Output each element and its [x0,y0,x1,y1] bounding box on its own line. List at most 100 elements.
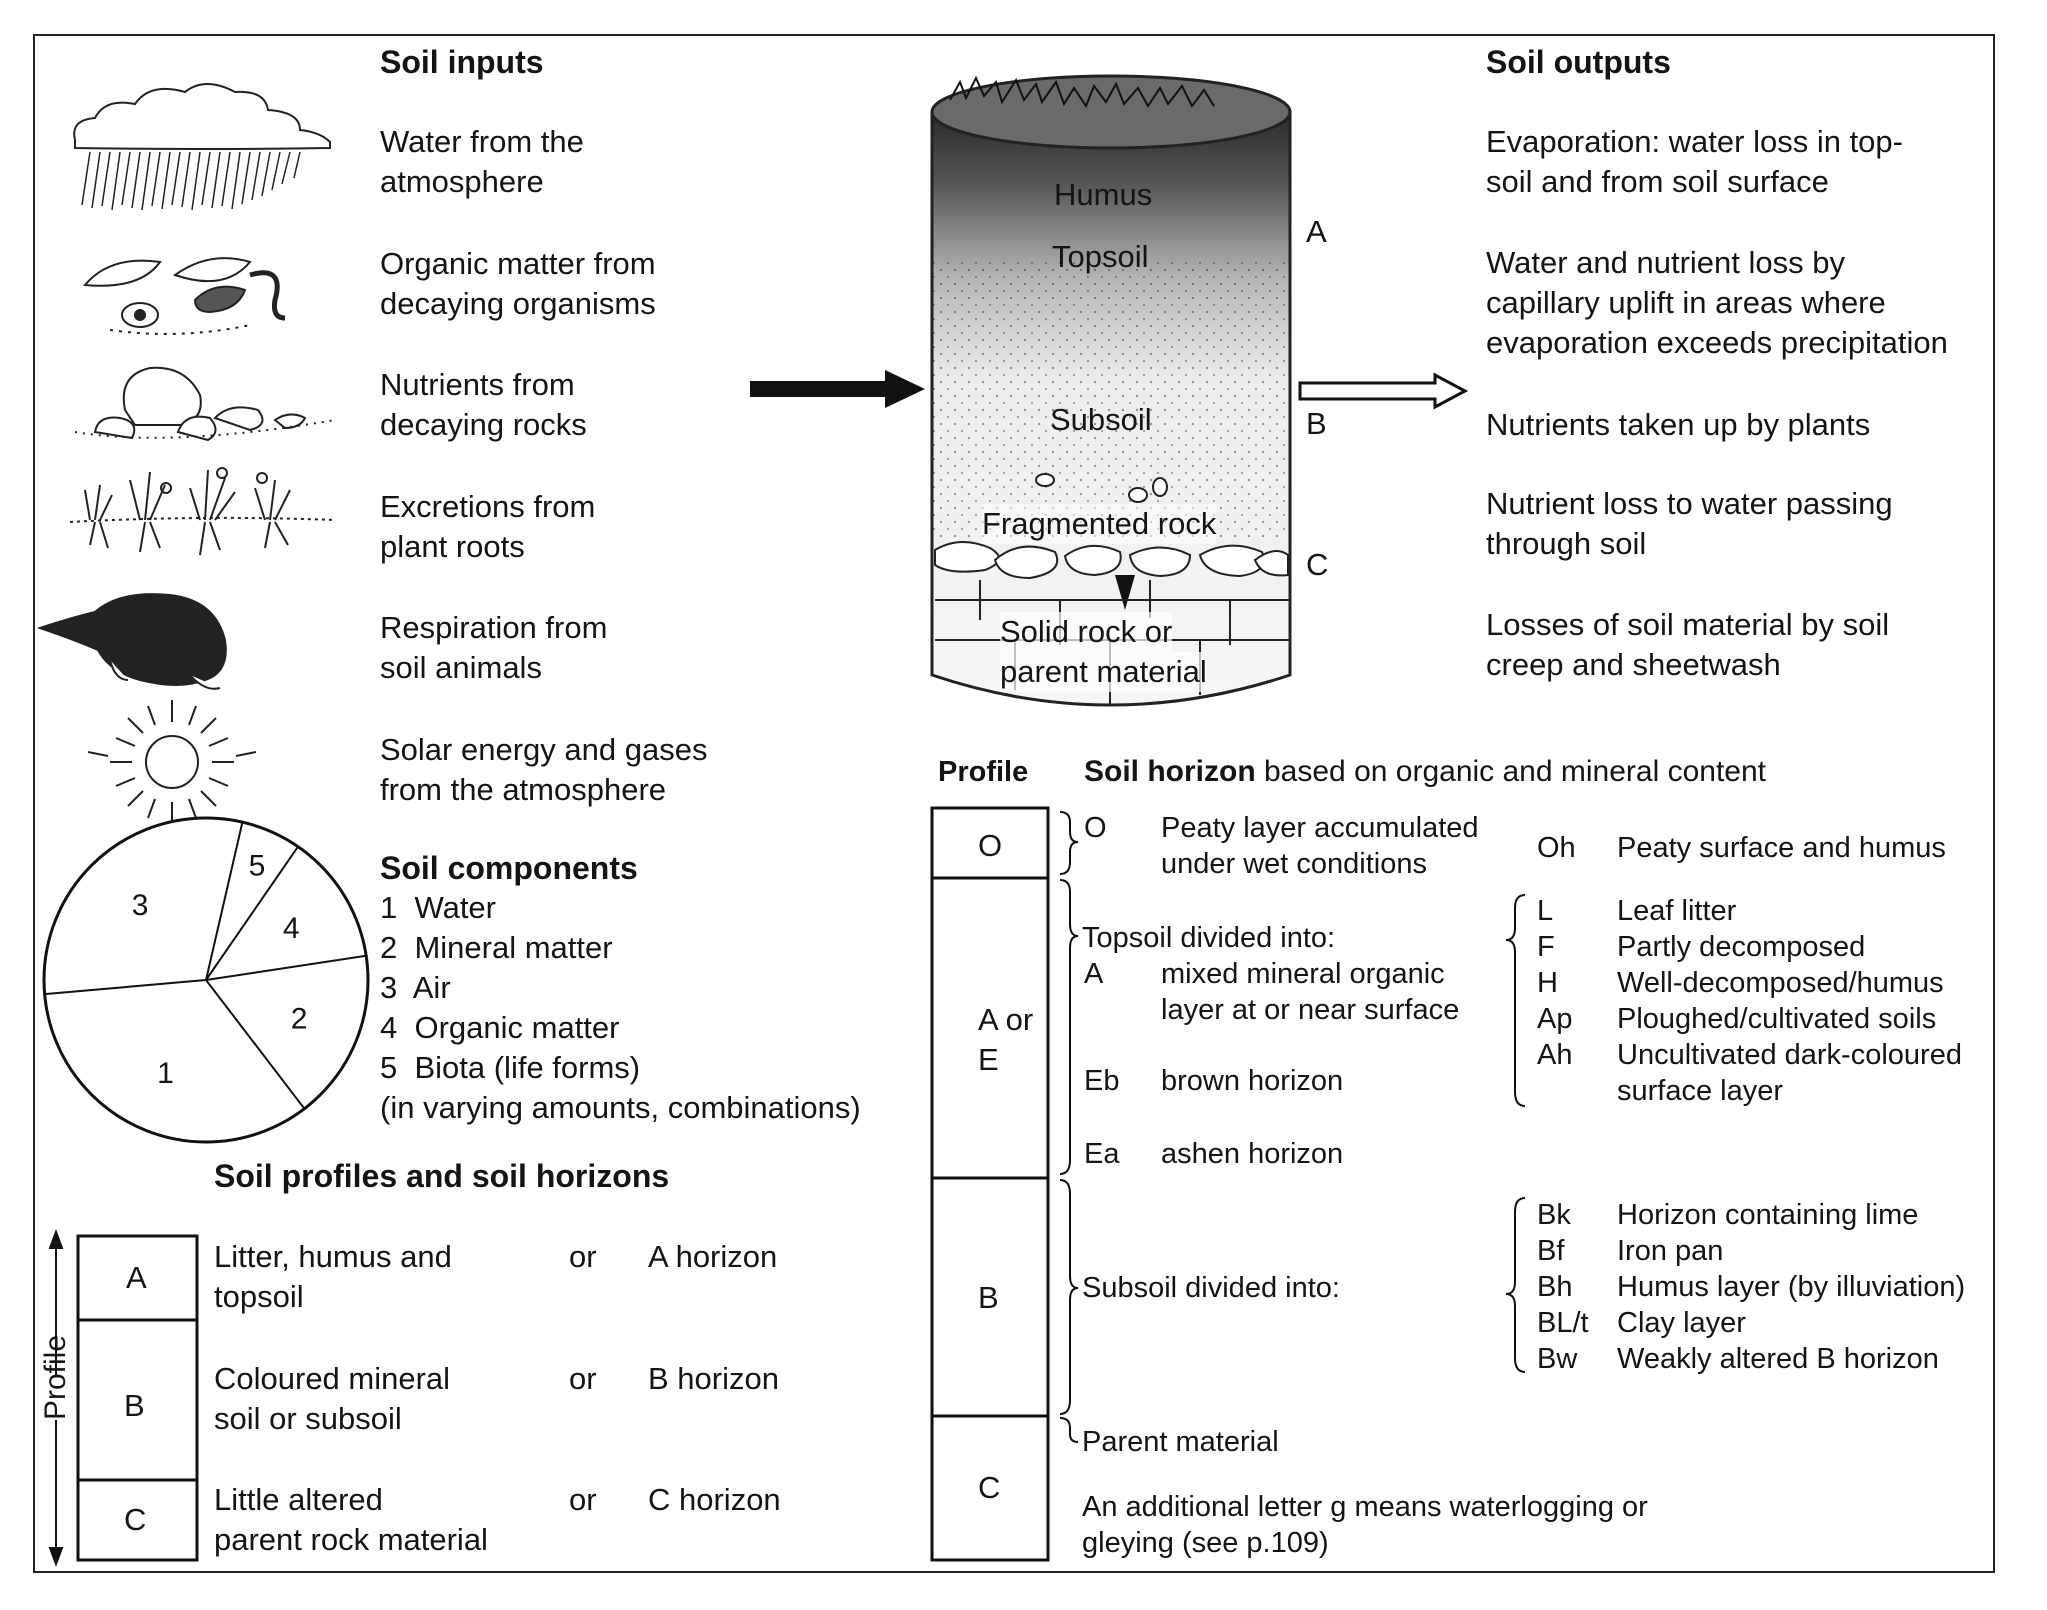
sub-desc: Iron pan [1617,1235,1724,1267]
horizon-box-b: B [978,1280,999,1315]
output-item-creep: Losses of soil material by soil creep an… [1486,605,1889,685]
left-profile-or-a: or [569,1239,597,1274]
horizon-profile-boxes [930,806,1050,1562]
sub-desc: Well-decomposed/humus [1617,967,1944,999]
horizon-eb-code: Eb [1084,1065,1120,1097]
column-label-topsoil: Topsoil [1052,239,1149,274]
output-arrow [1298,372,1469,410]
sun-icon [87,700,257,824]
sub-desc: Horizon containing lime [1617,1199,1919,1231]
column-label-solid-rock: Solid rock or [1000,612,1173,652]
pie-slice-boundary-2 [205,979,306,1110]
pie-slice-label-3: 3 [132,889,149,922]
horizon-oh-code: Oh [1537,832,1576,864]
sub-code: Ap [1537,1003,1573,1035]
input-item-line2: decaying rocks [380,407,587,442]
input-item-line1: Solar energy and gases [380,732,708,767]
input-item-line2: soil animals [380,650,542,685]
column-label-fragmented-rock: Fragmented rock [982,504,1217,544]
input-item-organic-matter: Organic matter from decaying organisms [380,244,656,324]
note-line: gleying (see p.109) [1082,1527,1329,1559]
left-profile-horizon-a: A horizon [648,1239,778,1274]
sub-code: Bh [1537,1271,1573,1303]
desc-line: soil or subsoil [214,1401,402,1436]
parent-material-note: An additional letter g means waterloggin… [1082,1489,1648,1561]
component-item: 2 Mineral matter [380,930,613,965]
output-item-line: capillary uplift in areas where [1486,285,1886,320]
left-profile-boxes [76,1234,199,1562]
diagram-frame [33,34,1995,1573]
output-item-line: Evaporation: water loss in top- [1486,124,1903,159]
plants-roots-icon [69,467,336,556]
soil-components-heading: Soil components [380,850,638,886]
sub-code: Bk [1537,1199,1571,1231]
output-item-evaporation: Evaporation: water loss in top- soil and… [1486,122,1903,202]
output-item-plants: Nutrients taken up by plants [1486,405,1870,445]
left-profile-desc-c: Little altered parent rock material [214,1480,488,1560]
column-side-letter-b: B [1306,406,1327,441]
desc-line: Little altered [214,1482,383,1517]
subsoil-title: Subsoil divided into: [1082,1272,1340,1304]
output-item-line: Nutrient loss to water passing [1486,486,1893,521]
input-item-line2: atmosphere [380,164,544,199]
input-item-line1: Nutrients from [380,367,575,402]
input-item-line2: decaying organisms [380,286,656,321]
soil-inputs-heading: Soil inputs [380,44,544,80]
input-item-line1: Respiration from [380,610,608,645]
input-item-solar: Solar energy and gases from the atmosphe… [380,730,707,810]
component-item: 3 Air [380,970,451,1005]
topsoil-sub-codes: L F H Ap Ah [1537,893,1572,1073]
sub-code: Bw [1537,1343,1578,1375]
input-item-line1: Organic matter from [380,246,656,281]
horizon-ea-desc: ashen horizon [1161,1138,1344,1170]
output-item-line: Water and nutrient loss by [1486,245,1845,280]
horizon-box-e: E [978,1042,999,1077]
horizon-header-bold: Soil horizon [1084,755,1256,788]
left-profile-box-c: C [124,1502,147,1537]
pie-slice-boundary-4 [205,954,367,981]
soil-column-illustration [930,74,1292,707]
desc-line: Coloured mineral [214,1361,451,1396]
component-item: 4 Organic matter [380,1010,620,1045]
sub-code: L [1537,895,1554,927]
profile-column-header: Profile [938,756,1029,788]
desc-line: under wet conditions [1161,848,1427,880]
sub-desc: Weakly altered B horizon [1617,1343,1939,1375]
sub-code: H [1537,967,1558,999]
input-item-nutrients: Nutrients from decaying rocks [380,365,587,445]
soil-outputs-heading: Soil outputs [1486,44,1671,80]
horizon-ea-code: Ea [1084,1138,1120,1170]
rain-cloud-icon [73,83,331,211]
soil-profiles-heading: Soil profiles and soil horizons [214,1158,670,1194]
sub-desc: Clay layer [1617,1307,1746,1339]
left-profile-box-b: B [124,1388,145,1423]
horizon-column-header: Soil horizon based on organic and minera… [1084,752,1766,792]
subsoil-sub-codes: Bk Bf Bh BL/t Bw [1537,1197,1589,1377]
components-note: (in varying amounts, combinations) [380,1090,861,1125]
output-item-line: creep and sheetwash [1486,647,1781,682]
input-item-line1: Water from the [380,124,584,159]
subsoil-sub-descs: Horizon containing lime Iron pan Humus l… [1617,1197,1965,1377]
input-item-line2: from the atmosphere [380,772,667,807]
output-item-line: Nutrients taken up by plants [1486,407,1871,442]
desc-line: layer at or near surface [1161,994,1460,1026]
output-item-line: evaporation exceeds precipitation [1486,325,1948,360]
left-profile-box-a: A [126,1260,147,1295]
profile-axis-label: Profile [36,1335,76,1420]
sub-code: Ah [1537,1039,1573,1071]
horizon-box-o: O [978,828,1003,863]
left-profile-or-b: or [569,1361,597,1396]
input-item-excretions: Excretions from plant roots [380,487,595,567]
sub-desc: Humus layer (by illuviation) [1617,1271,1966,1303]
desc-line: topsoil [214,1279,304,1314]
desc-line: mixed mineral organic [1161,958,1445,990]
horizon-eb-desc: brown horizon [1161,1065,1344,1097]
desc-line: Litter, humus and [214,1239,452,1274]
soil-components-list: 1 Water 2 Mineral matter 3 Air 4 Organic… [380,888,861,1128]
input-item-respiration: Respiration from soil animals [380,608,607,688]
topsoil-title: Topsoil divided into: [1082,922,1336,954]
sub-code: BL/t [1537,1307,1589,1339]
rocks-icon [74,366,336,442]
